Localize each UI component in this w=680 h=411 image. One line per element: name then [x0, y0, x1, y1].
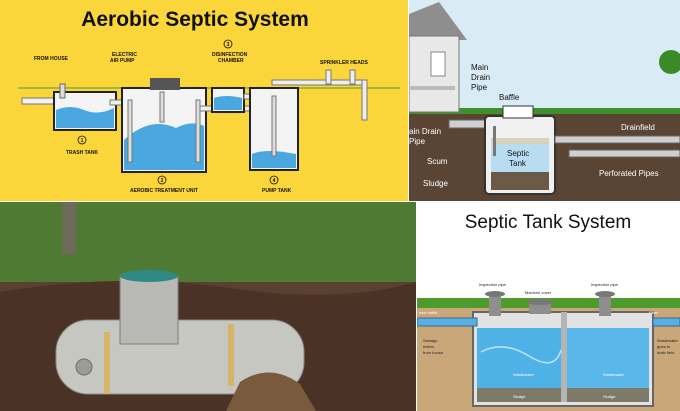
- house: [409, 2, 467, 113]
- installed-tank: [55, 270, 305, 395]
- label-sewage-1: Sewage: [423, 338, 438, 343]
- septic-tank: [472, 311, 654, 407]
- label-clear-layer: Wastewater: [603, 372, 625, 377]
- label-sprinkler-heads: SPRINKLER HEADS: [320, 60, 368, 66]
- label-trash-tank: TRASH TANK: [66, 150, 99, 156]
- label-sewage-3: from house: [423, 350, 444, 355]
- tank-installation-photo: [0, 202, 416, 411]
- disinfection-chamber: [211, 87, 245, 113]
- label-disinfection-2: CHAMBER: [218, 58, 244, 64]
- label-electric-air-pump-1: ELECTRIC: [112, 52, 137, 58]
- septic-tank-system-title: Septic Tank System: [465, 212, 632, 233]
- label-inspection-pipe-right: Inspection pipe: [591, 282, 619, 287]
- label-inlet-baffle: Inlet baffle: [419, 310, 438, 315]
- aerobic-diagram: Aerobic Septic System: [18, 8, 400, 194]
- label-sewage-2: enters: [423, 344, 434, 349]
- tree-trunk: [62, 202, 76, 254]
- label-num3: 3: [227, 42, 230, 48]
- main-drain-pipe: [448, 119, 486, 129]
- label-baffle: Baffle: [499, 93, 520, 102]
- label-scum-layer: Wastewater: [513, 372, 535, 377]
- aerobic-septic-panel: Aerobic Septic System: [0, 0, 408, 201]
- label-septic-1: Septic: [507, 149, 529, 158]
- perforated-pipe-2: [568, 149, 680, 158]
- label-aerobic-treatment-unit: AEROBIC TREATMENT UNIT: [130, 188, 198, 194]
- label-main-drain-1: Main: [471, 63, 488, 72]
- label-outlet-filter: Filter: [649, 310, 659, 315]
- label-num1: 1: [81, 138, 84, 144]
- aerobic-treatment-unit: [121, 78, 207, 173]
- septic-tank-system-diagram: Septic Tank System Inspection pipe Manho…: [417, 212, 680, 411]
- perforated-pipe-1: [554, 135, 680, 144]
- label-main-drain-left-1: ain Drain: [409, 127, 441, 136]
- label-wastewater-1: Wastewater: [657, 338, 679, 343]
- grass-strip: [409, 108, 680, 114]
- label-perforated-pipes: Perforated Pipes: [599, 169, 659, 178]
- aerobic-title: Aerobic Septic System: [81, 8, 309, 31]
- label-manhole-cover: Manhole cover: [525, 290, 552, 295]
- photo-illustration: [0, 202, 416, 411]
- label-main-drain-3: Pipe: [471, 83, 488, 92]
- label-electric-air-pump-2: AIR PUMP: [110, 58, 135, 64]
- septic-tank-system-panel: Septic Tank System Inspection pipe Manho…: [417, 202, 680, 411]
- label-main-drain-left-2: Pipe: [409, 137, 426, 146]
- septic-tank: [484, 105, 556, 195]
- label-wastewater-2: goes to: [657, 344, 671, 349]
- label-septic-2: Tank: [509, 159, 527, 168]
- label-sludge-left: Sludge: [513, 394, 526, 399]
- conventional-septic-panel: Main Drain Pipe Baffle ain Drain Pipe Sc…: [409, 0, 680, 201]
- conventional-diagram: Main Drain Pipe Baffle ain Drain Pipe Sc…: [409, 2, 680, 201]
- label-scum: Scum: [427, 157, 448, 166]
- label-sludge-right: Sludge: [603, 394, 616, 399]
- label-sludge: Sludge: [423, 179, 448, 188]
- label-from-house: FROM HOUSE: [34, 56, 69, 62]
- label-disinfection-1: DISINFECTION: [212, 52, 248, 58]
- trash-tank: [53, 83, 117, 131]
- label-num4: 4: [273, 178, 276, 184]
- label-main-drain-2: Drain: [471, 73, 490, 82]
- label-wastewater-3: drain field: [657, 350, 674, 355]
- label-drainfield: Drainfield: [621, 123, 655, 132]
- tree: [659, 50, 680, 74]
- label-inspection-pipe-left: Inspection pipe: [479, 282, 507, 287]
- label-num2: 2: [161, 178, 164, 184]
- label-pump-tank: PUMP TANK: [262, 188, 292, 194]
- pump-tank: [249, 87, 299, 171]
